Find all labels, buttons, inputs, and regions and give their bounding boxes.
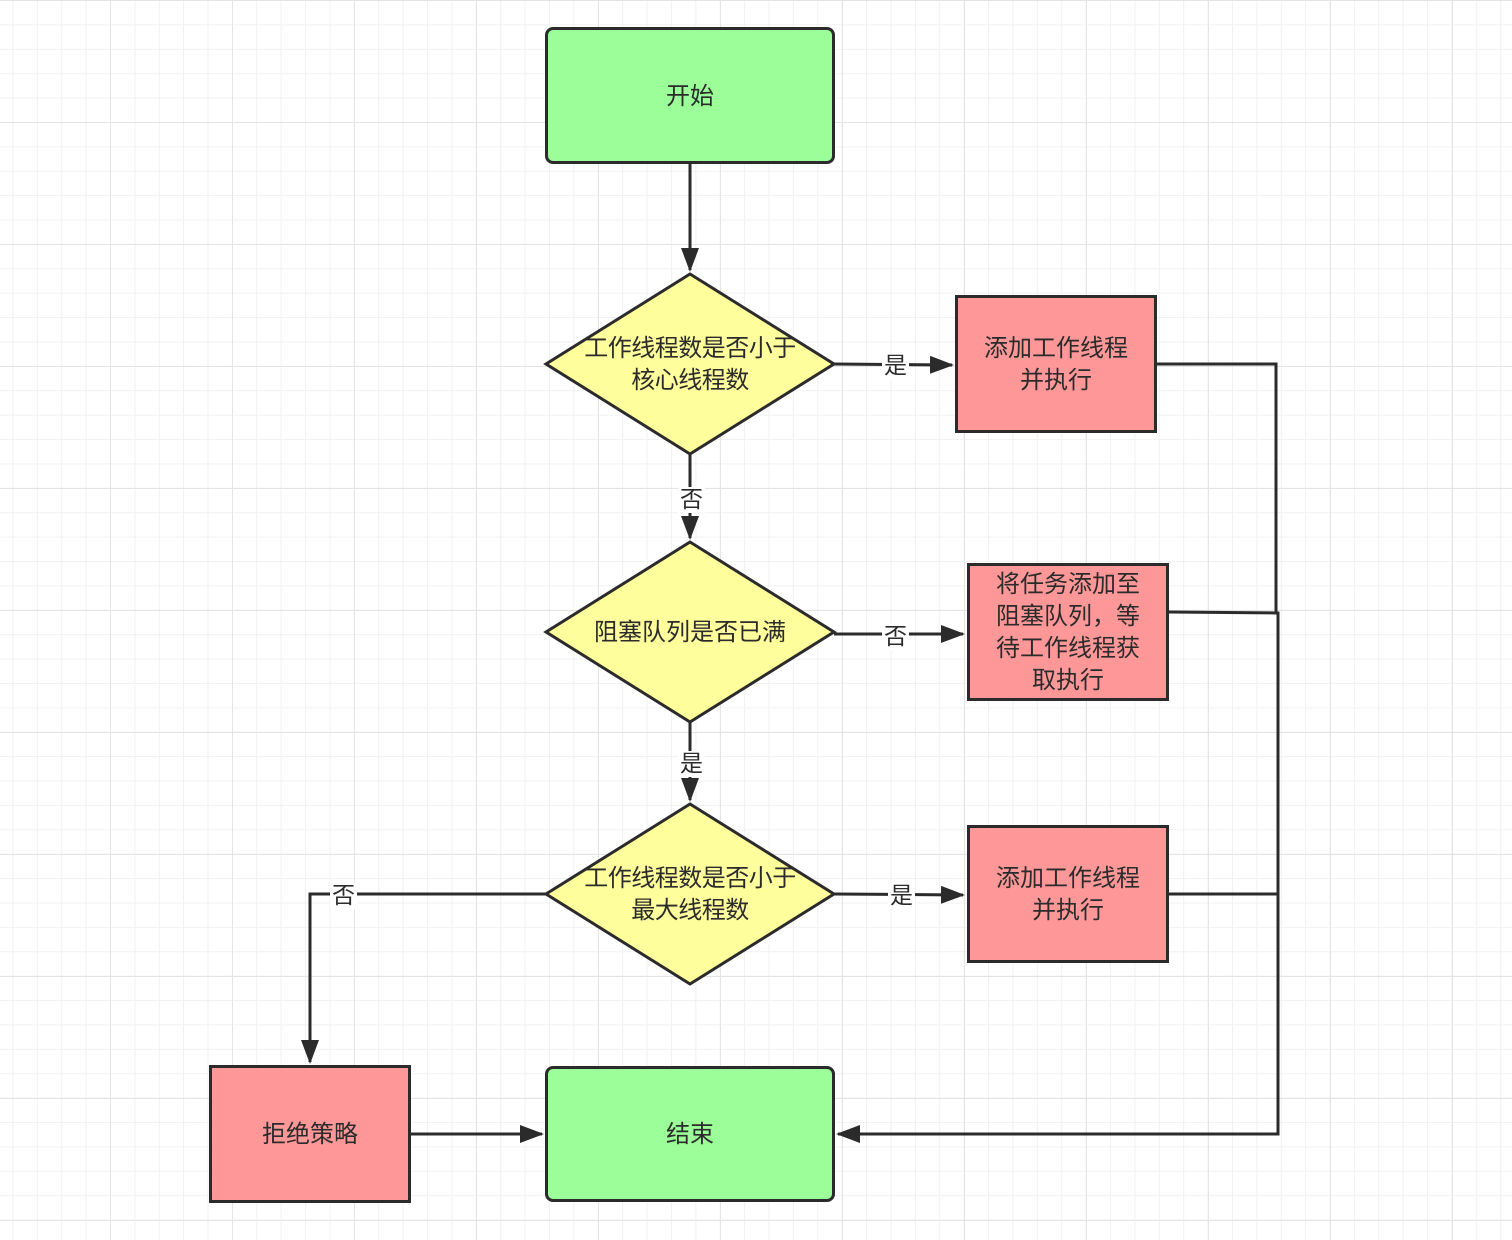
edge-label-queue-yes: 是: [678, 751, 705, 777]
end-node-label: 结束: [666, 1120, 714, 1148]
start-node-label: 开始: [666, 81, 714, 110]
decision-core-threads-label: 工作线程数是否小于 核心线程数: [584, 334, 796, 394]
edge-label-queue-no: 否: [882, 624, 909, 650]
enqueue-node[interactable]: 将任务添加至 阻塞队列，等 待工作线程获 取执行: [967, 563, 1169, 701]
decision-queue-full-label: 阻塞队列是否已满: [594, 618, 786, 646]
add-worker-core-label: 添加工作线程 并执行: [984, 334, 1128, 394]
reject-policy-node[interactable]: 拒绝策略: [209, 1065, 411, 1203]
reject-policy-label: 拒绝策略: [262, 1120, 358, 1148]
edge-label-max-no: 否: [330, 883, 357, 909]
add-worker-max-node[interactable]: 添加工作线程 并执行: [967, 825, 1169, 963]
decision-core-threads[interactable]: 工作线程数是否小于 核心线程数: [546, 274, 834, 454]
decision-max-threads[interactable]: 工作线程数是否小于 最大线程数: [546, 804, 834, 984]
add-worker-core-node[interactable]: 添加工作线程 并执行: [955, 295, 1157, 433]
start-node[interactable]: 开始: [545, 27, 835, 164]
enqueue-label: 将任务添加至 阻塞队列，等 待工作线程获 取执行: [996, 570, 1140, 694]
end-node[interactable]: 结束: [545, 1066, 835, 1202]
edge-add-core-to-bus: [1157, 362, 1278, 612]
edge-add-max-to-bus: [836, 892, 1280, 1143]
edge-label-max-yes: 是: [888, 883, 915, 909]
decision-queue-full[interactable]: 阻塞队列是否已满: [546, 542, 834, 722]
edge-label-core-no: 否: [678, 487, 705, 513]
add-worker-max-label: 添加工作线程 并执行: [996, 864, 1140, 924]
edge-max-no: [301, 892, 546, 1064]
decision-max-threads-label: 工作线程数是否小于 最大线程数: [584, 864, 796, 924]
edge-label-core-yes: 是: [882, 353, 909, 379]
edge-enqueue-to-bus: [1167, 610, 1280, 894]
